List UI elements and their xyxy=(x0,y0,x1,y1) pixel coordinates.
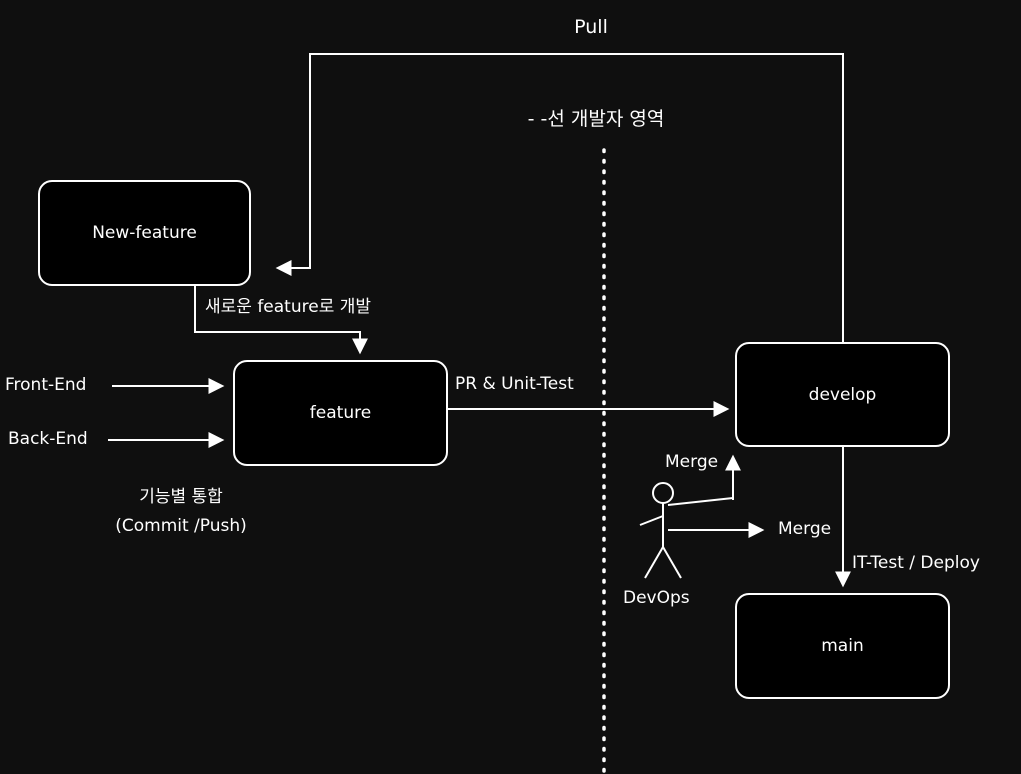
node-develop: develop xyxy=(735,342,950,447)
node-new-feature-label: New-feature xyxy=(92,223,197,243)
it-test-deploy-label: IT-Test / Deploy xyxy=(852,553,980,573)
node-main-label: main xyxy=(821,636,864,656)
pull-label: Pull xyxy=(574,16,608,38)
commit-push-label: 기능별 통합 (Commit /Push) xyxy=(115,483,247,541)
merge-right-label: Merge xyxy=(778,519,832,539)
new-feature-dev-label: 새로운 feature로 개발 xyxy=(205,297,372,317)
node-new-feature: New-feature xyxy=(38,180,251,286)
node-main: main xyxy=(735,593,950,699)
developer-area-label: - -선 개발자 영역 xyxy=(527,108,665,130)
front-end-label: Front-End xyxy=(5,375,87,395)
node-develop-label: develop xyxy=(808,384,877,405)
edge-new-feature-to-feature xyxy=(194,286,368,355)
commit-push-line2: (Commit /Push) xyxy=(115,516,247,536)
devops-label: DevOps xyxy=(623,588,690,608)
commit-push-line1: 기능별 통합 xyxy=(139,487,223,507)
devops-actor-icon xyxy=(639,482,734,579)
merge-up-label: Merge xyxy=(665,452,719,472)
back-end-label: Back-End xyxy=(8,429,88,449)
edge-pull xyxy=(275,53,844,342)
node-feature-label: feature xyxy=(309,403,372,423)
node-feature: feature xyxy=(233,360,448,466)
pr-unit-test-label: PR & Unit-Test xyxy=(455,374,574,394)
